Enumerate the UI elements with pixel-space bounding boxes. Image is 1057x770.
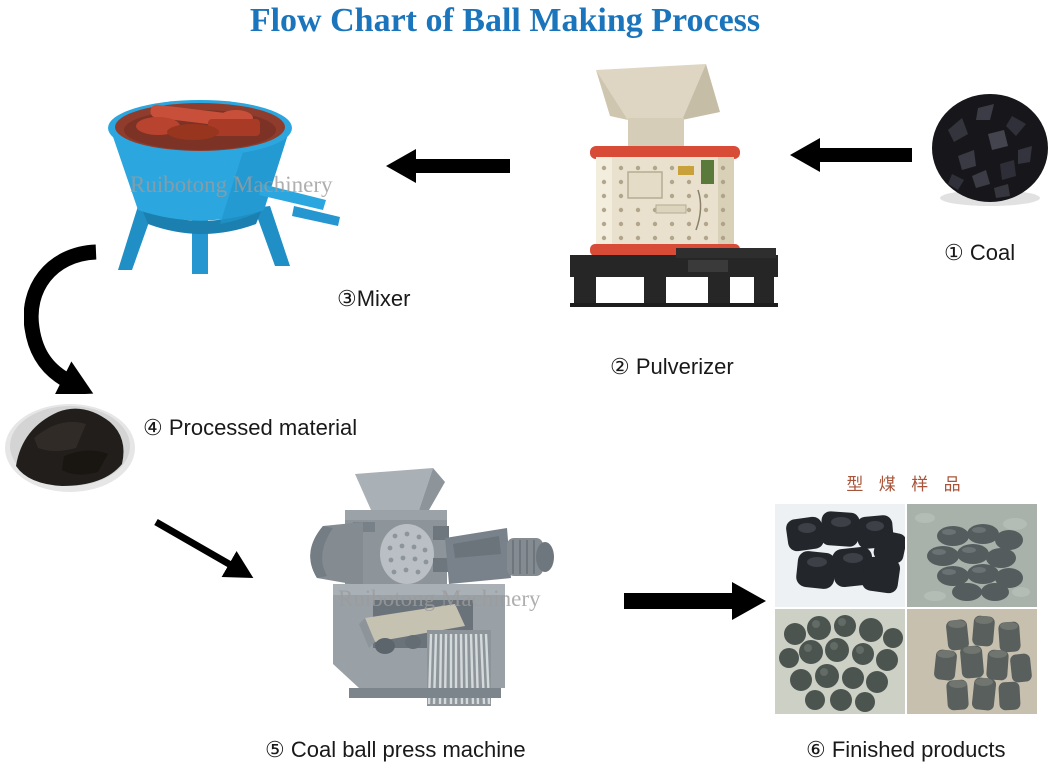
arrow-coal-to-pulverizer-icon bbox=[790, 136, 912, 174]
coal-illustration bbox=[932, 94, 1048, 206]
coal-figure bbox=[928, 90, 1052, 212]
pulverizer-label: ② Pulverizer bbox=[610, 354, 734, 379]
press-machine-label: ⑤ Coal ball press machine bbox=[265, 737, 526, 762]
press-machine-illustration bbox=[310, 468, 554, 706]
page-title: Flow Chart of Ball Making Process bbox=[249, 2, 761, 39]
pulverizer-figure bbox=[558, 60, 810, 310]
finished-products-photo-grid bbox=[775, 504, 1037, 714]
pulverizer-illustration bbox=[570, 64, 778, 307]
finished-products-label: ⑥ Finished products bbox=[806, 737, 1006, 762]
press-machine-figure: Ruibotong Machinery bbox=[293, 466, 575, 714]
processed-material-figure bbox=[4, 396, 136, 494]
arrow-press-to-products-icon bbox=[624, 578, 766, 624]
mixer-illustration bbox=[108, 100, 340, 274]
arrow-material-to-press-icon bbox=[148, 508, 260, 592]
coal-label: ① Coal bbox=[944, 240, 1016, 265]
arrow-pulverizer-to-mixer-icon bbox=[386, 146, 510, 186]
processed-material-illustration bbox=[5, 404, 135, 492]
mixer-label: ③Mixer bbox=[337, 286, 411, 311]
finished-products-caption: 型 煤 样 品 bbox=[846, 475, 966, 495]
processed-material-label: ④ Processed material bbox=[143, 415, 358, 440]
arrow-mixer-to-material-icon bbox=[24, 244, 124, 394]
finished-products-figure: 型 煤 样 品 bbox=[775, 462, 1037, 714]
